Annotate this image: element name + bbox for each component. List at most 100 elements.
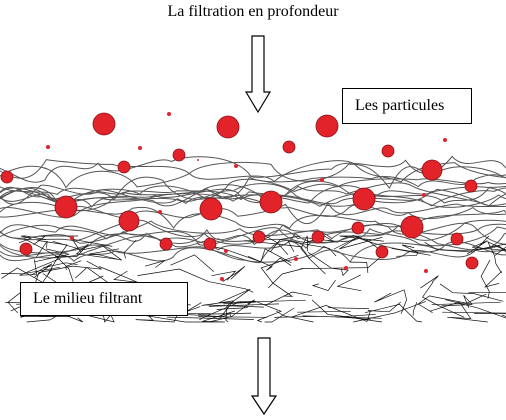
fiber [0,193,506,220]
particle [158,210,162,214]
fiber [300,235,326,275]
fiber [442,311,506,314]
fiber [144,260,166,268]
fiber [297,310,351,313]
fiber [336,313,376,318]
fiber [268,268,303,289]
particle [197,159,199,161]
fiber [33,260,102,289]
fiber [430,301,488,323]
fiber [201,300,235,319]
fiber [276,310,314,323]
fiber [339,235,385,244]
fiber [480,259,491,299]
fiber [219,299,306,304]
fiber [33,235,79,245]
fiber [374,289,407,314]
fiber [35,240,48,258]
fiber [487,241,506,256]
fiber [23,238,74,283]
fiber [137,268,254,293]
fiber [0,155,506,183]
fiber [274,315,319,318]
fiber [396,244,419,257]
fiber [307,252,349,277]
fiber [0,232,506,259]
particle [252,230,266,244]
particle [375,245,389,259]
fiber [466,240,506,255]
particle [282,140,296,154]
fiber [140,310,236,323]
fiber [52,240,107,251]
particle [424,269,428,273]
particle [315,114,339,138]
fiber [236,300,282,323]
particle [311,230,325,244]
fiber [475,243,506,274]
fiber [264,307,295,323]
particle [167,112,171,116]
fiber [336,274,362,292]
fiber [0,159,506,183]
fiber [18,235,46,244]
particle [381,144,395,158]
fiber [439,283,504,302]
fiber [501,314,506,318]
particle [234,164,238,168]
fiber [0,239,506,264]
particle [92,112,116,136]
diagram-title: La filtration en profondeur [167,3,339,20]
particle [294,257,298,261]
particle [19,242,33,256]
particle [422,193,426,197]
down-arrow-icon [244,35,272,114]
fiber [412,302,418,316]
down-arrow-icon [250,337,278,416]
fiber [445,299,506,319]
fiber [364,303,422,323]
fiber [1,267,53,283]
fiber [353,301,427,323]
fiber [166,316,254,320]
particle [465,256,479,270]
fiber [43,262,78,269]
fiber [199,301,242,321]
fiber [99,266,139,283]
particle [199,197,223,221]
fiber [417,293,487,313]
particle [203,237,217,251]
fiber [208,303,280,307]
fiber [216,307,248,310]
particle [443,138,447,142]
fiber [367,301,401,313]
fiber [260,254,299,297]
particles-label: Les particules [342,88,472,124]
particle [421,159,443,181]
fiber [0,219,506,244]
particle [159,237,173,251]
fiber [424,235,490,253]
fiber [208,245,292,264]
particle [118,210,140,232]
fiber [203,304,265,308]
particle [320,178,324,182]
fiber [37,240,68,275]
fiber [0,174,506,199]
fiber [441,294,473,309]
fiber [88,245,122,261]
fiber [170,254,215,272]
fiber [292,305,371,322]
fiber [265,291,312,306]
fiber [0,223,506,246]
fiber [222,266,246,282]
particle [117,160,131,174]
fiber [0,185,506,212]
fiber [422,281,465,318]
fiber [431,301,501,306]
particle [450,232,464,246]
fiber [247,255,292,271]
particle [352,187,376,211]
fiber [333,235,383,250]
